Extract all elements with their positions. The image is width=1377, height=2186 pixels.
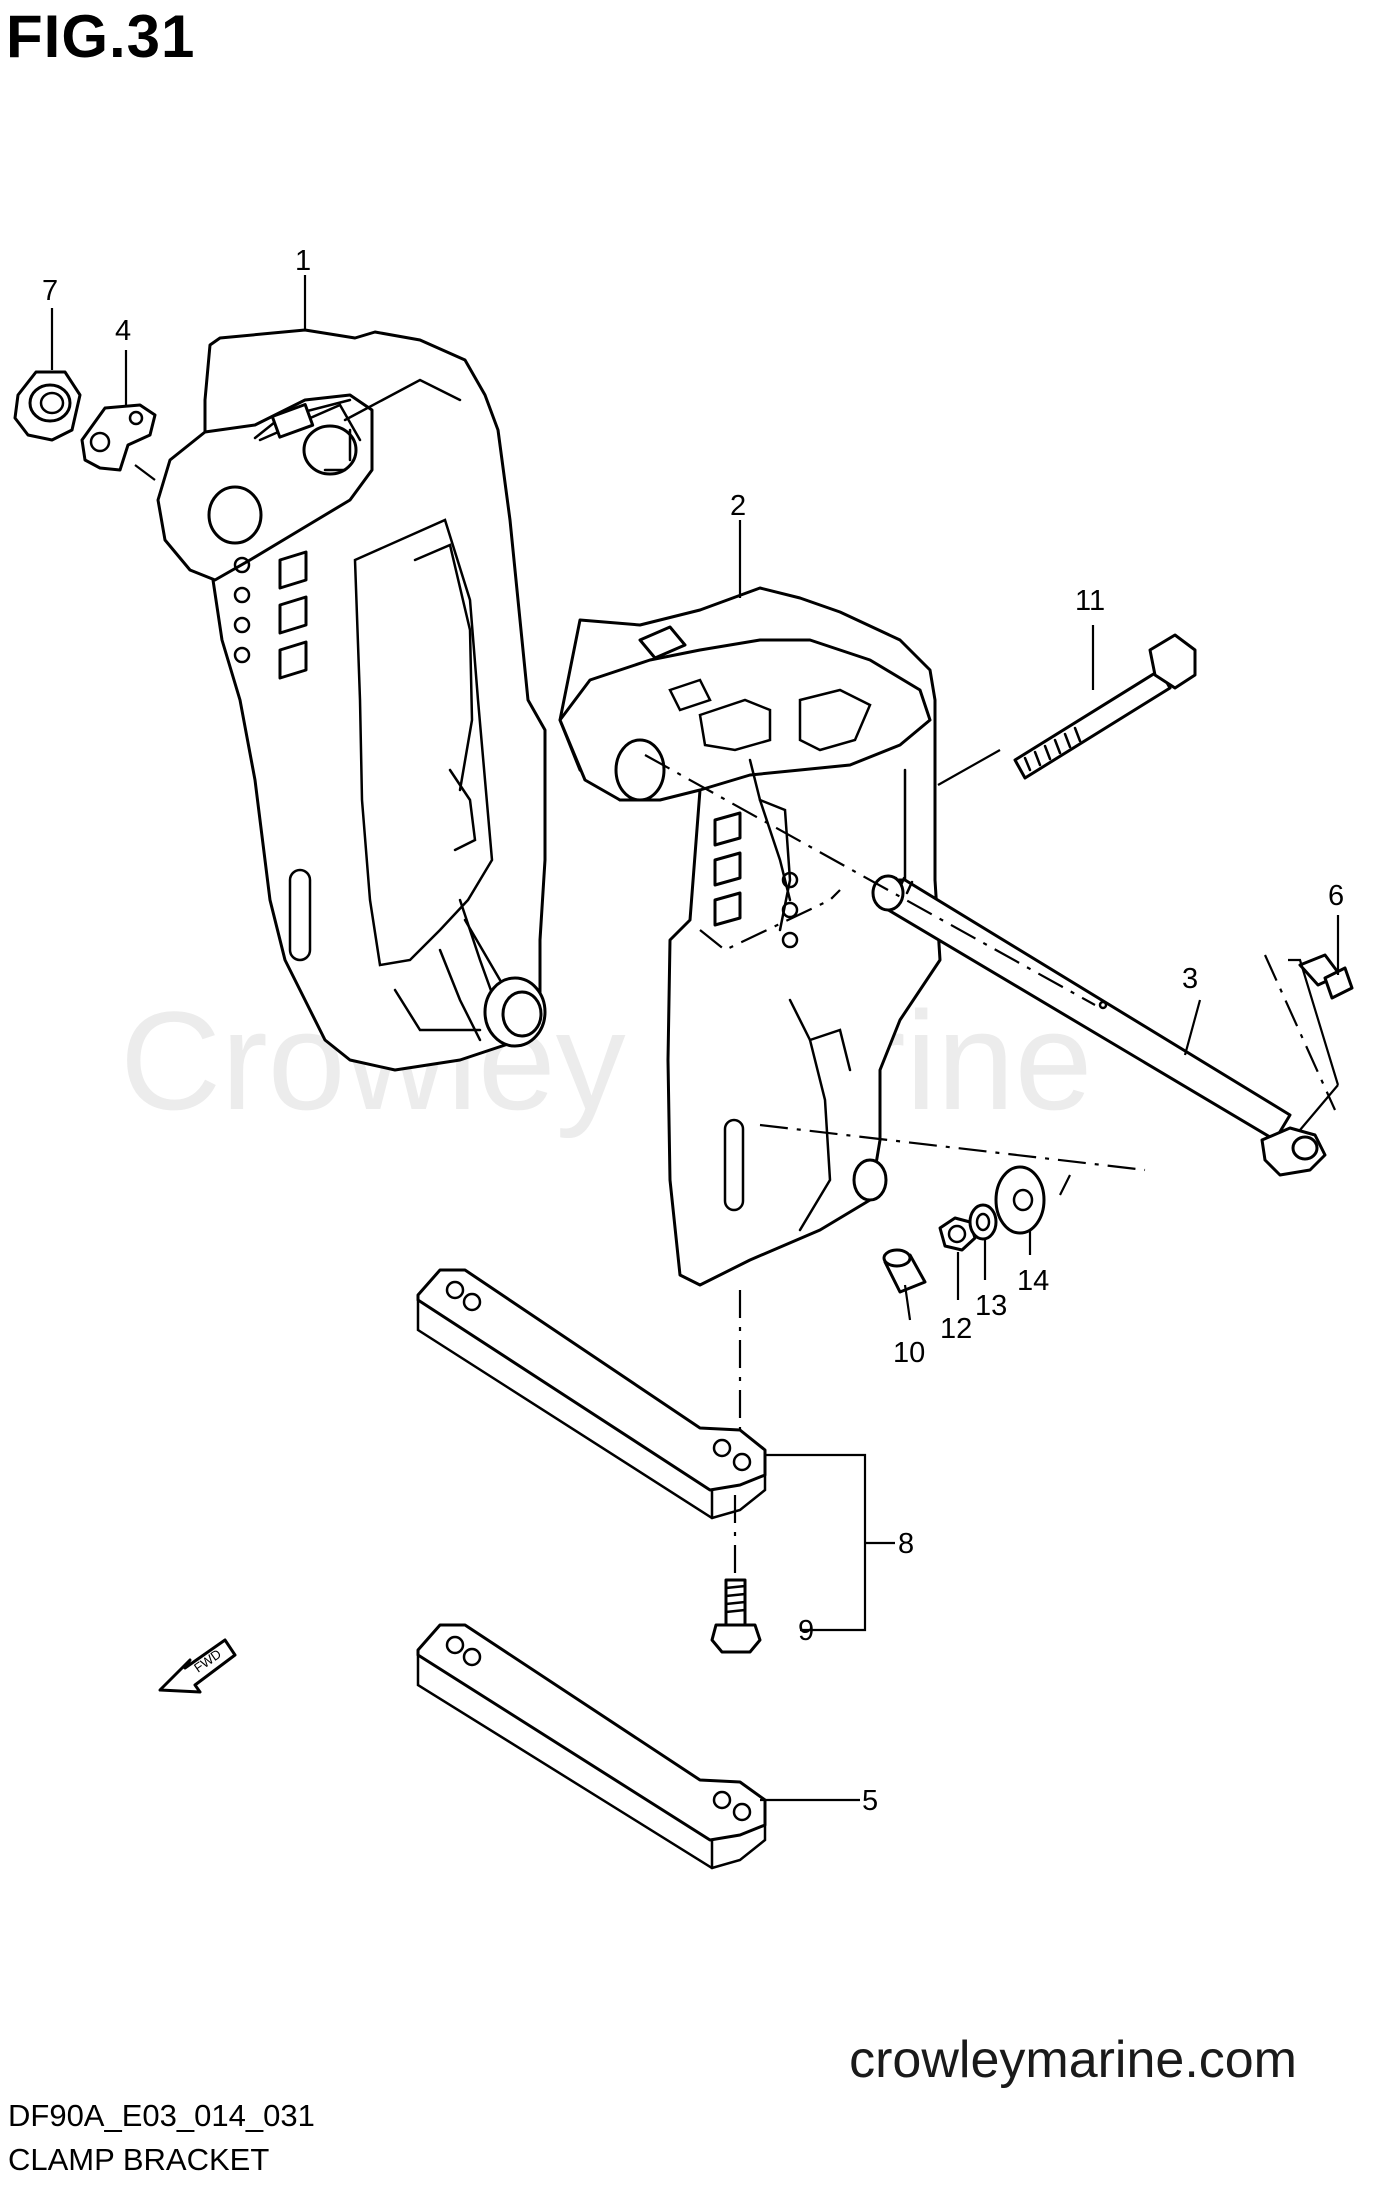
drawing-code-text: DF90A_E03_014_031 [8, 2098, 315, 2133]
callout-1: 1 [295, 245, 311, 277]
part-14-washer[interactable] [994, 1165, 1046, 1235]
site-url-text: crowleymarine.com [849, 2031, 1297, 2089]
part-8-plate[interactable] [416, 1268, 767, 1520]
part-1-clamp-bracket[interactable] [156, 328, 547, 1072]
part-7-nut[interactable] [13, 370, 82, 442]
part-2-clamp-bracket[interactable] [558, 586, 942, 1287]
callout-9: 9 [798, 1615, 814, 1647]
part-3-tilt-tube[interactable] [871, 874, 1327, 1177]
callout-2: 2 [730, 490, 746, 522]
callout-8: 8 [898, 1528, 914, 1560]
part-12-nut[interactable] [938, 1216, 977, 1252]
callout-12: 12 [940, 1313, 972, 1345]
section-name-text: CLAMP BRACKET [8, 2142, 270, 2177]
part-9-bolt[interactable] [710, 1578, 762, 1654]
callout-labels: 1 2 3 4 5 6 7 8 9 10 11 12 13 14 [42, 245, 1344, 1817]
fwd-direction-arrow: FWD [158, 1638, 237, 1694]
part-13-washer[interactable] [968, 1203, 998, 1241]
part-10-collar[interactable] [882, 1248, 927, 1294]
callout-10: 10 [893, 1337, 925, 1369]
callout-14: 14 [1017, 1265, 1049, 1297]
callout-3: 3 [1182, 963, 1198, 995]
part-4-plate[interactable] [80, 403, 157, 472]
part-11-bolt[interactable] [1013, 633, 1197, 780]
callout-4: 4 [115, 315, 131, 347]
callout-6: 6 [1328, 880, 1344, 912]
figure-title: FIG.31 [6, 3, 196, 70]
leader-lines [50, 275, 1340, 1802]
callout-13: 13 [975, 1290, 1007, 1322]
watermark-text: Crowley Marine [120, 982, 1093, 1139]
part-6-bolt[interactable] [1298, 953, 1354, 1000]
callout-11: 11 [1075, 585, 1105, 617]
callout-7: 7 [42, 275, 58, 307]
part-5-plate[interactable] [416, 1623, 767, 1870]
callout-5: 5 [862, 1785, 878, 1817]
